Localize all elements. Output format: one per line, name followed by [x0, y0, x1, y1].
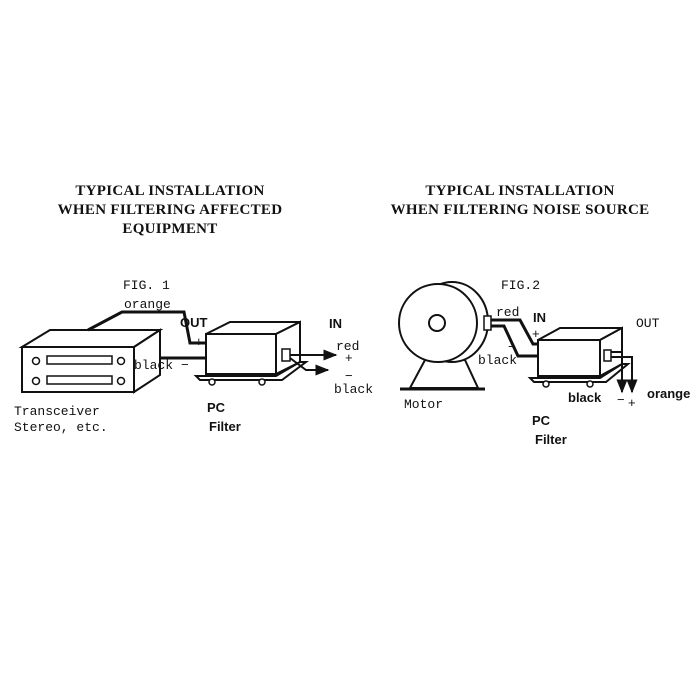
fig1-title: TYPICAL INSTALLATION WHEN FILTERING AFFE… [20, 182, 320, 239]
fig2-red-wire [491, 318, 538, 346]
fig1-device-label-line-1: Transceiver [14, 404, 100, 419]
fig1-title-line-2: WHEN FILTERING AFFECTED [57, 202, 283, 218]
fig2-pc-filter-box [527, 326, 631, 388]
fig2-orange-wire [611, 356, 638, 394]
fig2-minus-out: − [617, 392, 625, 407]
fig1-plus-in: + [345, 350, 353, 365]
fig1-plus-out: + [195, 334, 203, 349]
fig2-title-line-1: TYPICAL INSTALLATION [425, 183, 615, 199]
fig2-filter-label-line-2: Filter [535, 432, 567, 447]
fig1-diagram: FIG. 1 orange black − OUT + [14, 278, 373, 435]
fig1-filter-label-line-1: PC [207, 400, 226, 415]
fig1-in-label: IN [329, 316, 342, 331]
fig2-title: TYPICAL INSTALLATION WHEN FILTERING NOIS… [370, 182, 670, 220]
fig1-minus-in: − [345, 368, 353, 383]
fig2-label: FIG.2 [501, 278, 540, 293]
fig1-black-right-label: black [334, 382, 373, 397]
fig1-black-left-label: black [134, 358, 173, 373]
fig2-red-label: red [496, 305, 519, 320]
fig2-diagram: FIG.2 red black IN + − [398, 278, 690, 447]
fig2-title-line-2: WHEN FILTERING NOISE SOURCE [390, 202, 650, 218]
fig2-black-out-wire [611, 351, 628, 394]
fig1-orange-label: orange [124, 297, 171, 312]
fig1-title-line-3: EQUIPMENT [122, 221, 218, 237]
fig1-title-line-1: TYPICAL INSTALLATION [75, 183, 265, 199]
motor [398, 281, 492, 391]
fig1-orange-wire [87, 310, 206, 345]
fig2-filter-label-line-1: PC [532, 413, 551, 428]
fig1-minus-out: − [181, 357, 189, 372]
fig1-filter-label-line-2: Filter [209, 419, 241, 434]
fig2-out-label: OUT [636, 316, 660, 331]
fig1-red-label: red [336, 339, 359, 354]
fig2-motor-label: Motor [404, 397, 443, 412]
transceiver-box [18, 328, 164, 394]
fig2-black-out-label: black [568, 390, 602, 405]
fig2-orange-label: orange [647, 386, 690, 401]
fig2-plus-out: + [628, 395, 636, 410]
fig2-minus-in: − [508, 339, 516, 354]
fig2-black-in-wire [491, 324, 538, 358]
fig1-label: FIG. 1 [123, 278, 170, 293]
fig1-pc-filter-box [193, 320, 309, 386]
fig1-black-out-wire [289, 357, 330, 376]
fig2-black-in-label: black [478, 353, 517, 368]
fig2-plus-in: + [532, 326, 540, 341]
fig2-in-label: IN [533, 310, 546, 325]
fig1-device-label-line-2: Stereo, etc. [14, 420, 108, 435]
fig1-out-label: OUT [180, 315, 208, 330]
